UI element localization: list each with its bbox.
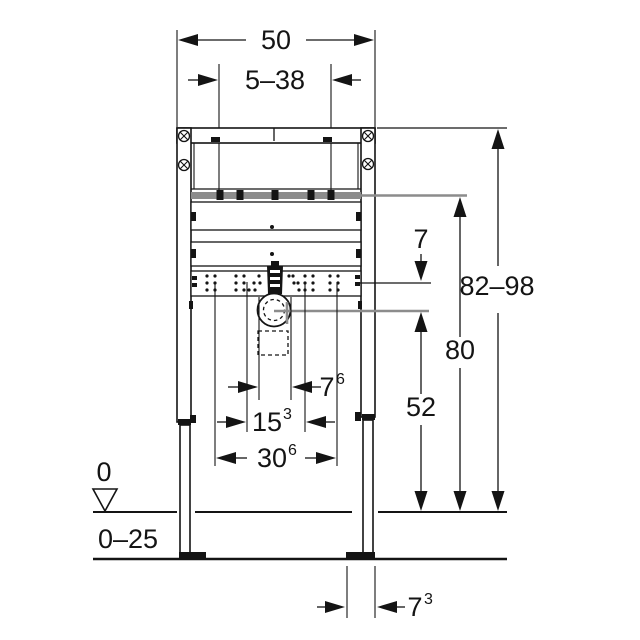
dim-drain-height: 52 bbox=[406, 312, 436, 511]
dim-fixing-spacing: 30 6 bbox=[216, 442, 336, 473]
screw-icon bbox=[177, 158, 191, 172]
arrow-down-icon bbox=[491, 491, 505, 511]
dim-supply-drain-gap-label: 7 bbox=[413, 224, 428, 254]
dim-supply-drain-gap: 7 bbox=[413, 224, 429, 281]
drain-outlet bbox=[256, 292, 429, 356]
mounting-frame bbox=[176, 127, 376, 554]
frame-crossbar-upper bbox=[190, 201, 362, 231]
arrow-right-icon bbox=[226, 416, 246, 428]
arrow-left-icon bbox=[332, 74, 352, 86]
pipe-clip bbox=[327, 190, 335, 200]
arrow-left-icon bbox=[216, 452, 236, 464]
dim-supply-spacing: 15 3 bbox=[217, 406, 335, 437]
leg-clamp-screw bbox=[355, 412, 361, 421]
dim-foot-depth: 7 3 bbox=[317, 566, 433, 622]
arrow-left-icon bbox=[292, 381, 312, 393]
dim-fixing-spacing-sup: 6 bbox=[288, 442, 297, 459]
arrow-right-icon bbox=[354, 34, 374, 46]
left-leg bbox=[179, 424, 191, 554]
dim-tap-hole-range-label: 5–38 bbox=[245, 65, 305, 95]
pipe-clip bbox=[271, 190, 279, 200]
dim-pipe-spacing-sup: 6 bbox=[336, 371, 345, 388]
floor-zero-label: 0 bbox=[96, 457, 111, 487]
pipe-clip bbox=[236, 190, 244, 200]
dim-drain-height-label: 52 bbox=[406, 392, 436, 422]
dim-foot-depth-label: 7 bbox=[407, 592, 422, 622]
leg-clamp bbox=[178, 419, 191, 425]
arrow-up-icon bbox=[414, 312, 428, 332]
dim-overall-width: 50 bbox=[176, 25, 376, 127]
dim-fixing-spacing-label: 30 bbox=[257, 443, 287, 473]
dim-tap-hole-range: 5–38 bbox=[188, 64, 361, 193]
arrow-right-icon bbox=[238, 381, 258, 393]
side-clip bbox=[189, 301, 193, 309]
arrow-down-icon bbox=[414, 261, 428, 281]
dim-pipe-spacing-label: 7 bbox=[319, 372, 334, 402]
dim-frame-height-label: 82–98 bbox=[459, 271, 534, 301]
mounting-plate bbox=[190, 261, 362, 297]
mounting-rail bbox=[191, 188, 361, 200]
frame-left-upright bbox=[176, 127, 192, 423]
arrow-left-icon bbox=[377, 601, 397, 613]
arrow-down-icon bbox=[414, 491, 428, 511]
arrow-right-icon bbox=[316, 452, 336, 464]
leg-clamp-screw bbox=[190, 415, 196, 423]
screw-icon bbox=[361, 129, 375, 143]
arrow-up-icon bbox=[491, 129, 505, 149]
arrow-right-icon bbox=[325, 601, 345, 613]
side-clip bbox=[358, 301, 362, 309]
screw-icon bbox=[361, 157, 375, 171]
floor-level-marker: 0 bbox=[91, 457, 119, 513]
frame-legs bbox=[178, 412, 375, 554]
pipe-clip bbox=[216, 190, 224, 200]
pipe-clip bbox=[307, 190, 315, 200]
mounting-plate-holes bbox=[205, 274, 340, 292]
right-foot-plate bbox=[346, 552, 375, 559]
arrow-left-icon bbox=[178, 34, 198, 46]
screw-icon bbox=[177, 129, 191, 143]
dim-overall-width-label: 50 bbox=[261, 25, 291, 55]
arrow-right-icon bbox=[198, 74, 218, 86]
dim-supply-spacing-label: 15 bbox=[252, 407, 282, 437]
water-supply-fitting bbox=[267, 261, 283, 294]
dim-rail-height-label: 80 bbox=[445, 335, 475, 365]
right-leg bbox=[362, 419, 374, 554]
arrow-down-icon bbox=[453, 491, 467, 511]
arrow-up-icon bbox=[453, 197, 467, 217]
arrow-left-icon bbox=[306, 416, 326, 428]
leg-clamp bbox=[362, 414, 375, 420]
extension-lines bbox=[214, 282, 338, 466]
dim-foot-depth-sup: 3 bbox=[424, 591, 433, 608]
dim-frame-height-range: 82–98 bbox=[459, 129, 535, 511]
drain-bend-outline bbox=[257, 330, 289, 356]
floor-buildup-label: 0–25 bbox=[98, 524, 158, 554]
dim-supply-spacing-sup: 3 bbox=[283, 406, 292, 423]
rail-clip bbox=[211, 137, 220, 142]
frame-right-upright bbox=[360, 127, 376, 418]
rail-clip bbox=[323, 137, 332, 142]
dim-pipe-spacing: 7 6 bbox=[228, 371, 345, 402]
level-triangle-icon bbox=[91, 488, 119, 513]
frame-top-rail bbox=[176, 127, 376, 144]
left-foot-plate bbox=[179, 552, 206, 559]
dim-rail-height: 80 bbox=[445, 197, 475, 511]
